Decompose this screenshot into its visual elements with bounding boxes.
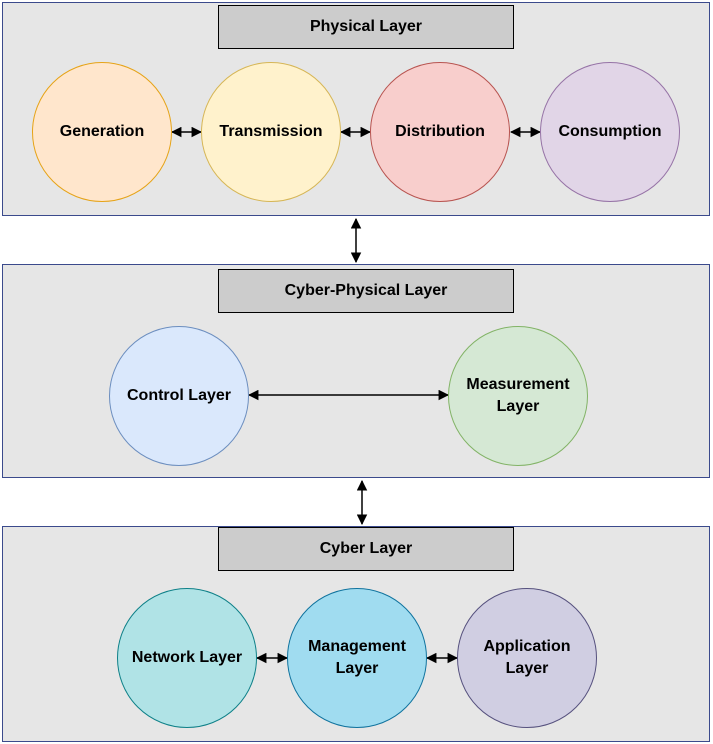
network-layer-node: Network Layer bbox=[117, 588, 257, 728]
consumption-node: Consumption bbox=[540, 62, 680, 202]
cyber-physical-layer-panel: Cyber-Physical Layer bbox=[2, 264, 710, 478]
transmission-label: Transmission bbox=[219, 123, 323, 140]
consumption-label: Consumption bbox=[558, 123, 662, 140]
cyber-physical-layer-title: Cyber-Physical Layer bbox=[218, 269, 514, 313]
measurement-layer-node: Measurement Layer bbox=[448, 326, 588, 466]
control-layer-node: Control Layer bbox=[109, 326, 249, 466]
application-layer-node: Application Layer bbox=[457, 588, 597, 728]
measurement-layer-label: Measurement Layer bbox=[466, 376, 570, 415]
management-layer-node: Management Layer bbox=[287, 588, 427, 728]
management-layer-label: Management Layer bbox=[308, 638, 406, 677]
generation-label: Generation bbox=[59, 123, 145, 140]
network-layer-label: Network Layer bbox=[131, 649, 243, 666]
control-layer-label: Control Layer bbox=[126, 387, 231, 404]
distribution-node: Distribution bbox=[370, 62, 510, 202]
physical-layer-title: Physical Layer bbox=[218, 5, 514, 49]
generation-node: Generation bbox=[32, 62, 172, 202]
transmission-node: Transmission bbox=[201, 62, 341, 202]
distribution-label: Distribution bbox=[395, 123, 485, 140]
application-layer-label: Application Layer bbox=[483, 638, 571, 677]
cyber-layer-title: Cyber Layer bbox=[218, 527, 514, 571]
